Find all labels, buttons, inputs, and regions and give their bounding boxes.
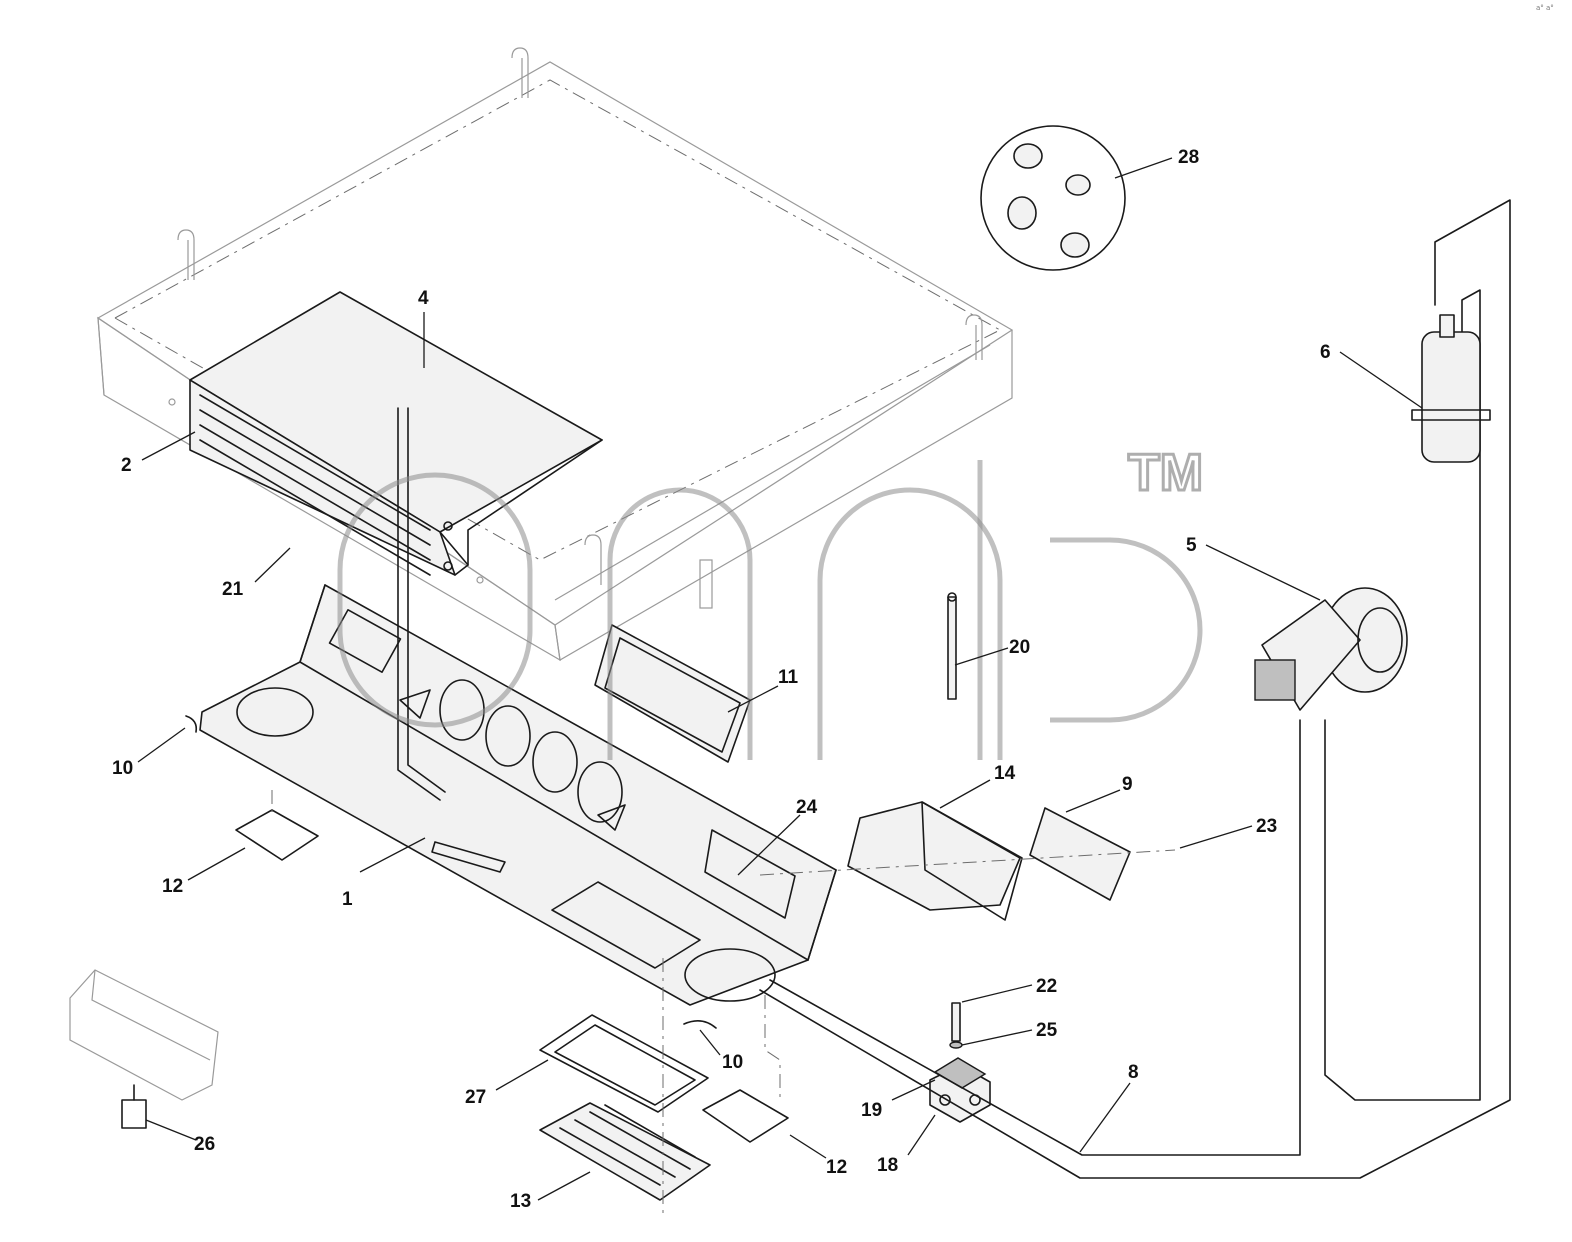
grille-frame [594, 624, 751, 763]
callout-10-upper: 10 [112, 758, 133, 779]
callout-27: 27 [465, 1087, 486, 1108]
callout-18: 18 [877, 1155, 898, 1176]
duct-cover [1029, 807, 1131, 901]
corner-note: a° a° [1536, 4, 1554, 12]
seal-10-upper [185, 715, 198, 733]
compressor [1254, 587, 1408, 711]
callout-24: 24 [796, 797, 818, 818]
air-duct [847, 801, 1023, 921]
callout-8: 8 [1128, 1062, 1139, 1083]
callout-9: 9 [1122, 774, 1133, 795]
fuse-box [69, 969, 219, 1129]
callout-21: 21 [222, 579, 244, 600]
callout-28: 28 [1178, 147, 1199, 168]
callout-11: 11 [778, 667, 799, 688]
callout-10-lower: 10 [722, 1052, 743, 1073]
bolt [949, 1002, 963, 1049]
gasket-12-lower [702, 1089, 789, 1143]
callout-23: 23 [1256, 816, 1277, 837]
evaporator-housing [189, 291, 603, 576]
callout-4: 4 [418, 288, 429, 309]
callout-12-lower: 12 [826, 1157, 847, 1178]
callout-12-upper: 12 [162, 876, 183, 897]
hose-loop [397, 407, 446, 801]
watermark-trademark: TM [1128, 444, 1203, 502]
callout-26: 26 [194, 1134, 215, 1155]
callout-1: 1 [342, 889, 353, 910]
temperature-sensor [947, 592, 957, 700]
callout-25: 25 [1036, 1020, 1058, 1041]
callout-22: 22 [1036, 976, 1057, 997]
callout-13: 13 [510, 1191, 531, 1212]
callout-2: 2 [121, 455, 132, 476]
gasket-27 [539, 1014, 709, 1113]
seal-10-lower [683, 1020, 717, 1029]
fitting-kit [980, 125, 1126, 271]
callout-6: 6 [1320, 342, 1331, 363]
refrigerant-lines [759, 199, 1511, 1179]
callout-19: 19 [861, 1100, 882, 1121]
callout-20: 20 [1009, 637, 1030, 658]
callout-labels: 1 2 4 5 6 8 9 10 10 11 12 12 13 14 18 19… [112, 147, 1331, 1212]
gasket-12-upper [235, 809, 319, 861]
callout-14: 14 [994, 763, 1016, 784]
clamp-block [929, 1057, 991, 1123]
leader-lines [137, 157, 1423, 1201]
receiver-drier [1411, 314, 1491, 463]
watermark-logo: TM [337, 443, 1205, 760]
front-panel [199, 584, 837, 1006]
filter-13 [539, 1102, 711, 1201]
callout-5: 5 [1186, 535, 1197, 556]
